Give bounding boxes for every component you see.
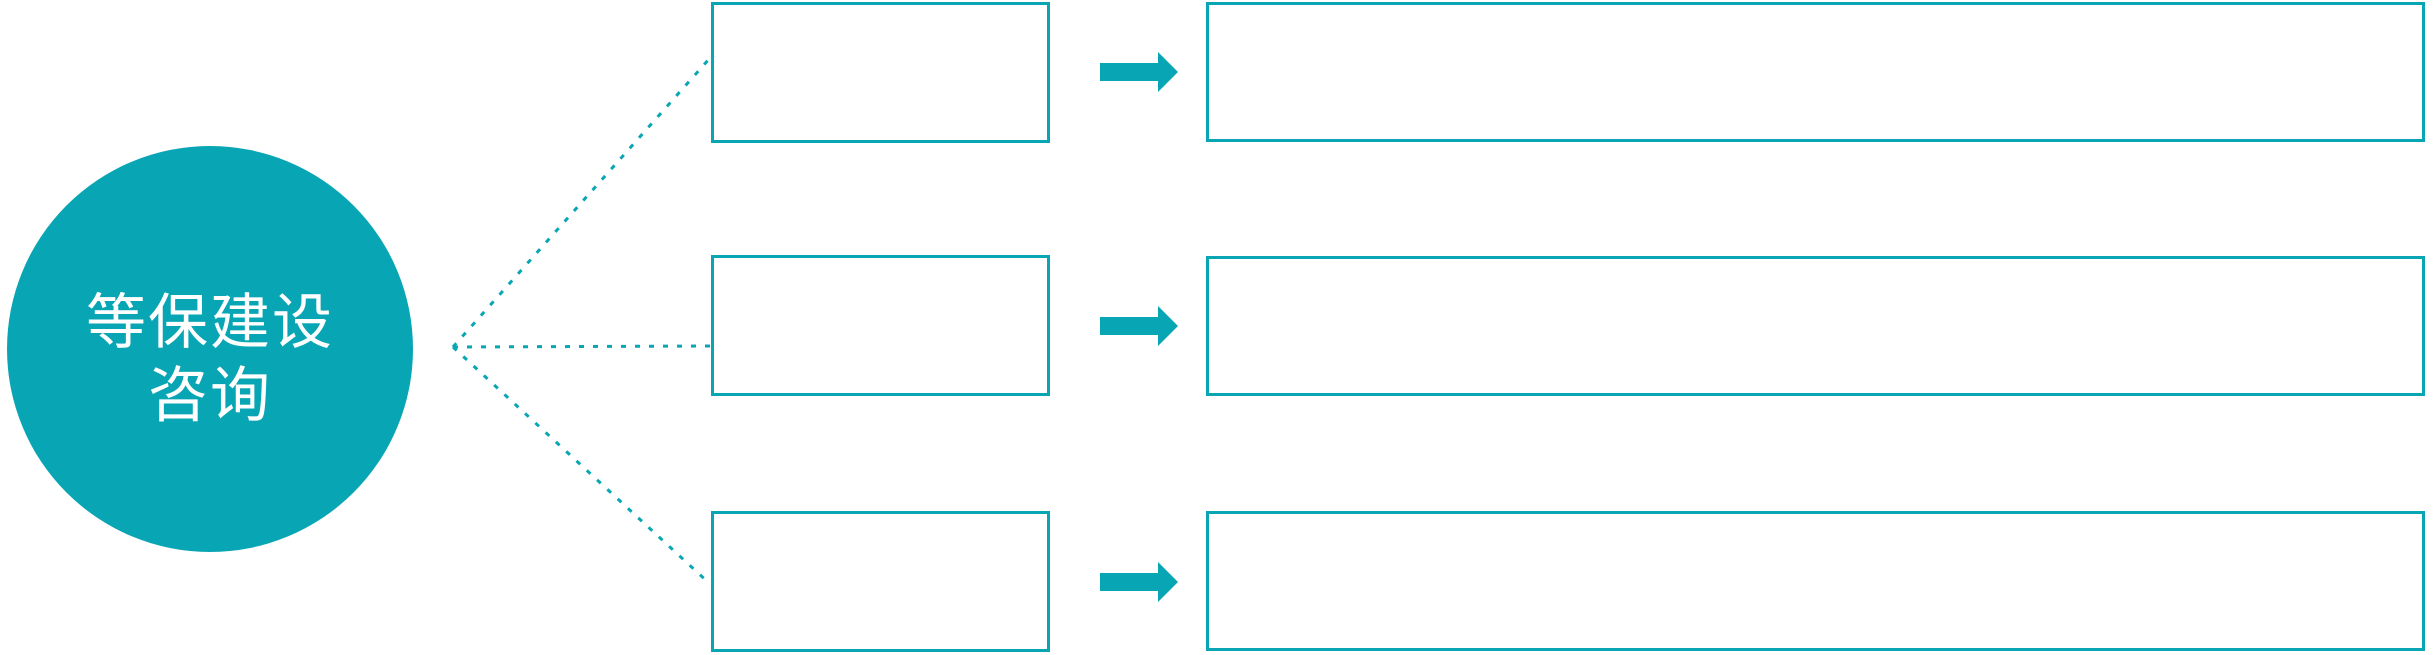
right-arrow-icon — [1100, 306, 1178, 346]
center-topic-title-line2: 咨询 — [148, 362, 272, 429]
center-topic-title-line1: 等保建设 — [86, 289, 334, 356]
right-arrow-icon — [1100, 562, 1178, 602]
dotted-connector-top — [451, 57, 712, 348]
dotted-connector-middle — [452, 344, 711, 349]
center-topic-circle: 等保建设 咨询 — [7, 146, 413, 552]
category-box-3 — [711, 511, 1050, 652]
category-box-1 — [711, 2, 1050, 143]
right-arrow-icon — [1100, 52, 1178, 92]
category-box-2 — [711, 255, 1050, 396]
detail-box-1 — [1206, 2, 2425, 142]
detail-box-2 — [1206, 256, 2425, 396]
dotted-connector-bottom — [451, 345, 712, 586]
detail-box-3 — [1206, 511, 2425, 651]
